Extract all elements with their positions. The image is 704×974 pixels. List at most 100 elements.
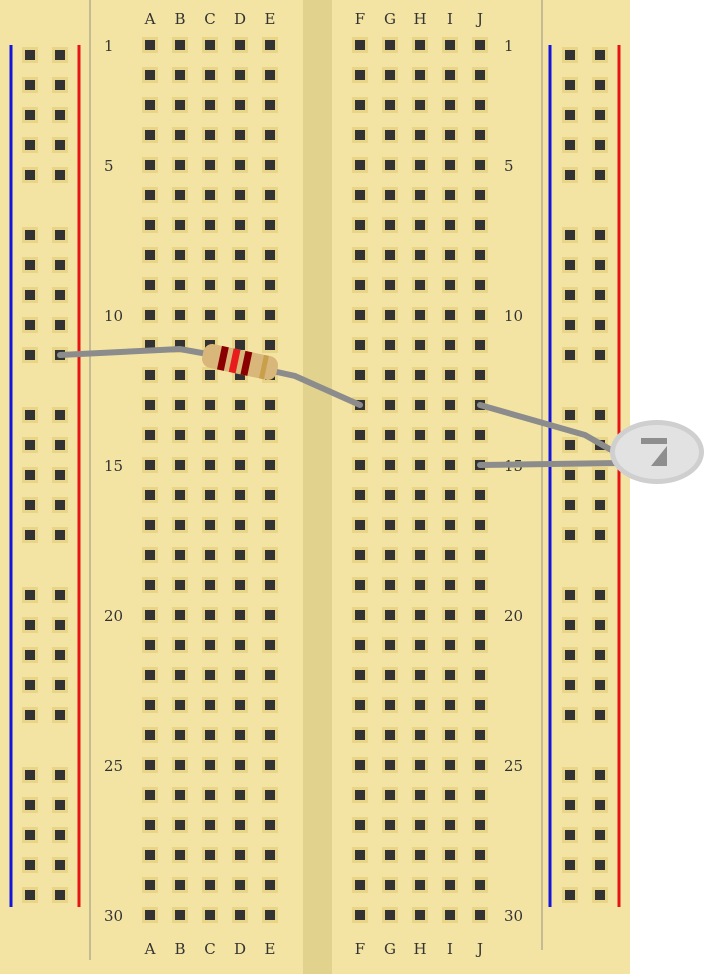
hole-H4[interactable] [412,127,428,143]
hole-J16[interactable] [472,487,488,503]
rail-hole-left-plus[interactable] [52,827,68,843]
hole-B5[interactable] [172,157,188,173]
hole-D27[interactable] [232,817,248,833]
rail-hole-left-plus[interactable] [52,437,68,453]
hole-G10[interactable] [382,307,398,323]
hole-I8[interactable] [442,247,458,263]
rail-hole-right-minus[interactable] [562,647,578,663]
hole-J30[interactable] [472,907,488,923]
rail-hole-right-plus[interactable] [592,287,608,303]
hole-F8[interactable] [352,247,368,263]
hole-I3[interactable] [442,97,458,113]
hole-B18[interactable] [172,547,188,563]
hole-A26[interactable] [142,787,158,803]
rail-hole-right-minus[interactable] [562,287,578,303]
hole-C15[interactable] [202,457,218,473]
rail-hole-right-plus[interactable] [592,797,608,813]
rail-hole-right-plus[interactable] [592,467,608,483]
hole-H28[interactable] [412,847,428,863]
hole-B15[interactable] [172,457,188,473]
hole-J9[interactable] [472,277,488,293]
hole-H7[interactable] [412,217,428,233]
rail-hole-left-plus[interactable] [52,767,68,783]
rail-hole-right-minus[interactable] [562,437,578,453]
hole-H9[interactable] [412,277,428,293]
hole-J22[interactable] [472,667,488,683]
hole-G19[interactable] [382,577,398,593]
hole-H23[interactable] [412,697,428,713]
hole-C9[interactable] [202,277,218,293]
hole-G11[interactable] [382,337,398,353]
rail-hole-right-plus[interactable] [592,407,608,423]
hole-D3[interactable] [232,97,248,113]
hole-J27[interactable] [472,817,488,833]
hole-E19[interactable] [262,577,278,593]
rail-hole-left-plus[interactable] [52,617,68,633]
hole-A28[interactable] [142,847,158,863]
rail-hole-right-minus[interactable] [562,467,578,483]
hole-E13[interactable] [262,397,278,413]
rail-hole-left-plus[interactable] [52,77,68,93]
hole-C14[interactable] [202,427,218,443]
hole-B29[interactable] [172,877,188,893]
hole-B23[interactable] [172,697,188,713]
rail-hole-right-plus[interactable] [592,647,608,663]
hole-F6[interactable] [352,187,368,203]
hole-B4[interactable] [172,127,188,143]
hole-H30[interactable] [412,907,428,923]
hole-C20[interactable] [202,607,218,623]
hole-F1[interactable] [352,37,368,53]
rail-hole-right-minus[interactable] [562,887,578,903]
hole-G12[interactable] [382,367,398,383]
hole-I12[interactable] [442,367,458,383]
rail-hole-right-minus[interactable] [562,407,578,423]
rail-hole-right-minus[interactable] [562,617,578,633]
hole-A25[interactable] [142,757,158,773]
hole-G30[interactable] [382,907,398,923]
rail-hole-left-minus[interactable] [22,647,38,663]
rail-hole-left-minus[interactable] [22,797,38,813]
rail-hole-right-minus[interactable] [562,167,578,183]
hole-J18[interactable] [472,547,488,563]
hole-B12[interactable] [172,367,188,383]
hole-G3[interactable] [382,97,398,113]
hole-D17[interactable] [232,517,248,533]
hole-I10[interactable] [442,307,458,323]
rail-hole-right-minus[interactable] [562,137,578,153]
hole-A9[interactable] [142,277,158,293]
rail-hole-right-minus[interactable] [562,797,578,813]
hole-A22[interactable] [142,667,158,683]
hole-E20[interactable] [262,607,278,623]
rail-hole-left-plus[interactable] [52,857,68,873]
hole-F15[interactable] [352,457,368,473]
hole-C30[interactable] [202,907,218,923]
rail-hole-left-plus[interactable] [52,287,68,303]
rail-hole-right-minus[interactable] [562,587,578,603]
rail-hole-right-plus[interactable] [592,167,608,183]
hole-A17[interactable] [142,517,158,533]
hole-H20[interactable] [412,607,428,623]
hole-C22[interactable] [202,667,218,683]
hole-A8[interactable] [142,247,158,263]
hole-C25[interactable] [202,757,218,773]
hole-H19[interactable] [412,577,428,593]
hole-D26[interactable] [232,787,248,803]
hole-F17[interactable] [352,517,368,533]
hole-D7[interactable] [232,217,248,233]
hole-J7[interactable] [472,217,488,233]
hole-H5[interactable] [412,157,428,173]
hole-C12[interactable] [202,367,218,383]
hole-E25[interactable] [262,757,278,773]
hole-J5[interactable] [472,157,488,173]
hole-I2[interactable] [442,67,458,83]
hole-G13[interactable] [382,397,398,413]
hole-D24[interactable] [232,727,248,743]
hole-F20[interactable] [352,607,368,623]
hole-A1[interactable] [142,37,158,53]
hole-J4[interactable] [472,127,488,143]
hole-I26[interactable] [442,787,458,803]
hole-H2[interactable] [412,67,428,83]
hole-G26[interactable] [382,787,398,803]
hole-I13[interactable] [442,397,458,413]
hole-C29[interactable] [202,877,218,893]
